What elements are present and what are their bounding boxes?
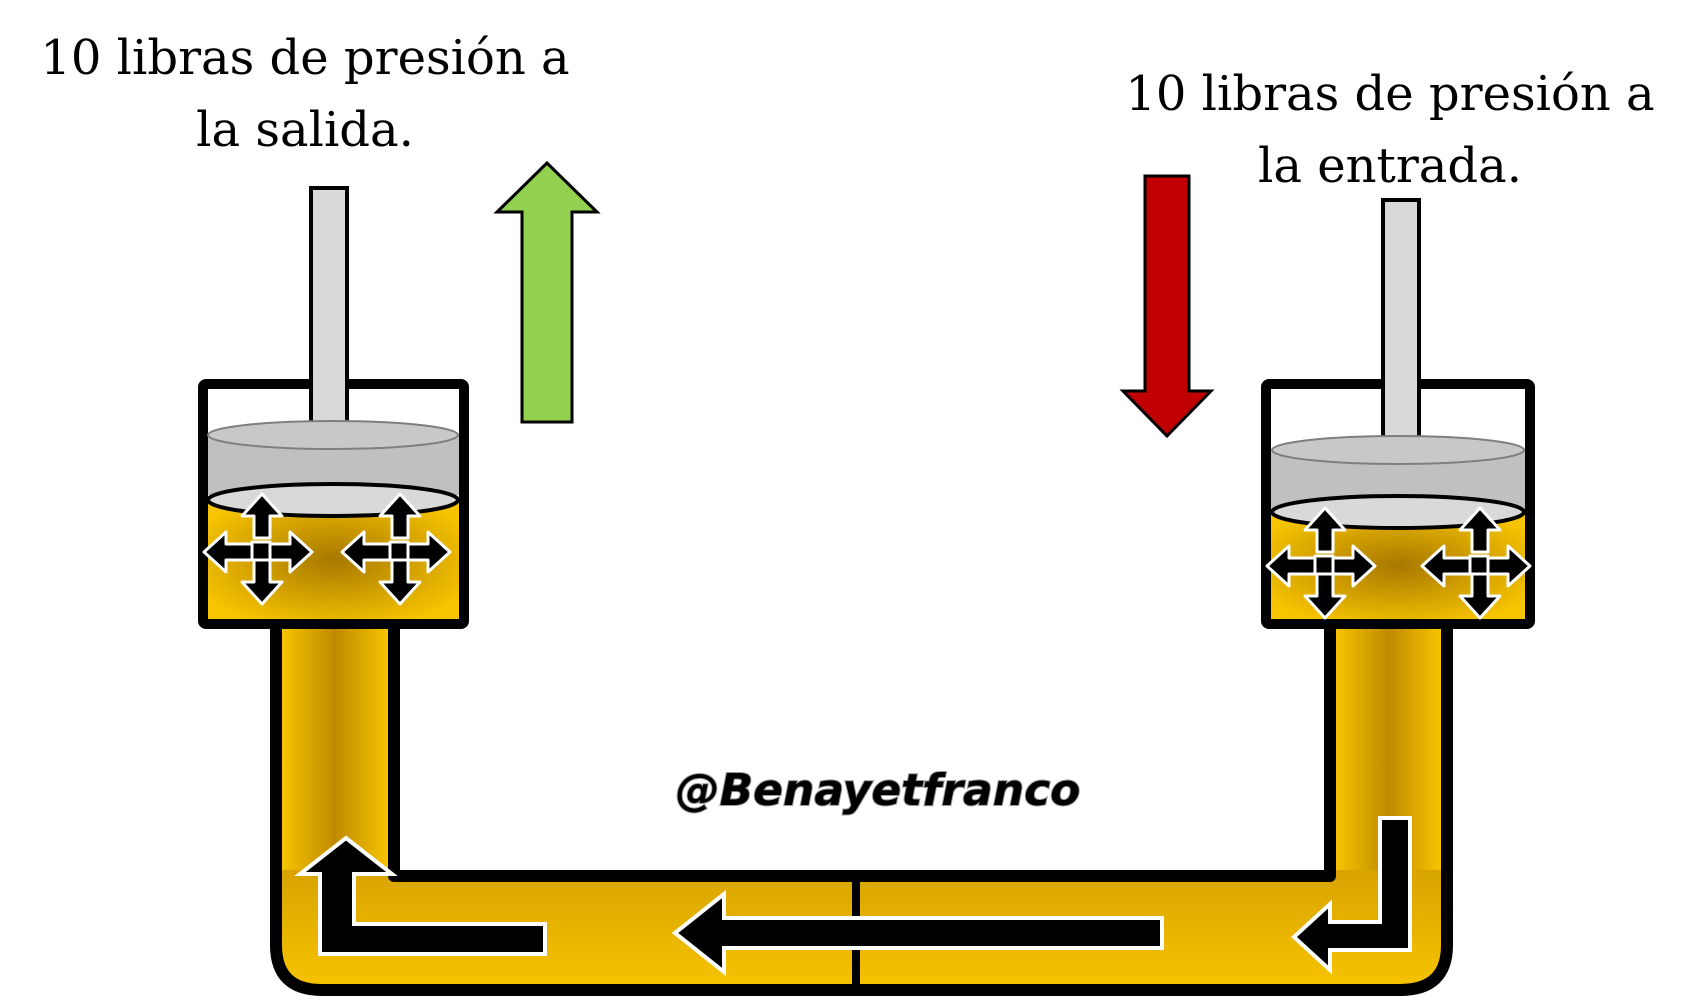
outlet-pressure-label: 10 libras de presión a la salida. <box>20 22 590 166</box>
outlet-label-line1: 10 libras de presión a <box>40 30 570 86</box>
arrow-down-icon <box>1119 174 1215 439</box>
outlet-label-line2: la salida. <box>196 102 414 158</box>
fluid-tube <box>270 614 1453 996</box>
left-piston-rod <box>309 186 349 426</box>
flow-arrow-icon <box>294 835 547 956</box>
flow-arrows <box>294 816 1412 977</box>
right-piston-rod <box>1381 198 1421 440</box>
inlet-label-line2: la entrada. <box>1258 138 1522 194</box>
left-piston <box>206 420 460 518</box>
flow-arrow-icon <box>1291 816 1412 975</box>
inlet-label-line1: 10 libras de presión a <box>1125 66 1655 122</box>
arrow-up-icon <box>493 160 601 424</box>
inlet-pressure-label: 10 libras de presión a la entrada. <box>1100 58 1680 202</box>
watermark: @Benayetfranco <box>676 765 1081 816</box>
right-cylinder <box>1261 198 1535 629</box>
flow-arrow-icon <box>671 889 1164 977</box>
left-cylinder <box>198 186 469 629</box>
